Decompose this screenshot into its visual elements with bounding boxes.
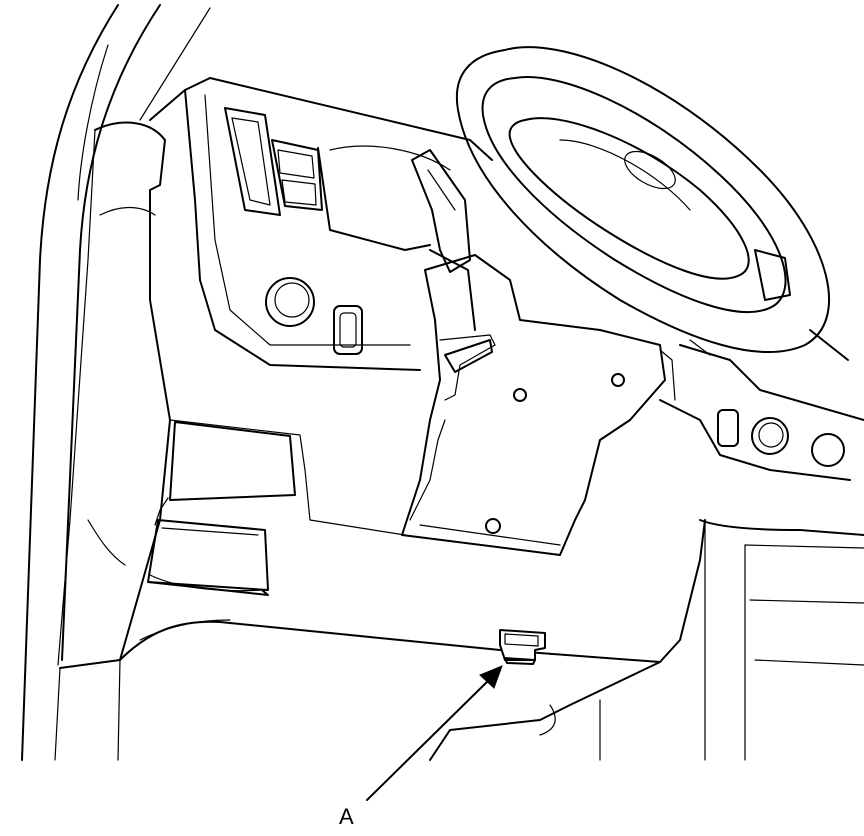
steering-column	[411, 149, 476, 331]
callout-label-a: A	[339, 804, 354, 829]
dash-upper-hood	[149, 77, 493, 371]
column-cover	[401, 254, 666, 556]
arrowhead-icon	[479, 665, 503, 689]
dash-side-panel	[57, 121, 171, 669]
part-a-connector	[499, 629, 546, 665]
steering-wheel	[455, 46, 849, 361]
dash-right	[659, 339, 864, 761]
callout-leader-a	[366, 665, 503, 801]
lower-trim-panel	[54, 519, 706, 761]
dash-lower-panel	[147, 419, 406, 596]
a-pillar	[21, 4, 211, 761]
